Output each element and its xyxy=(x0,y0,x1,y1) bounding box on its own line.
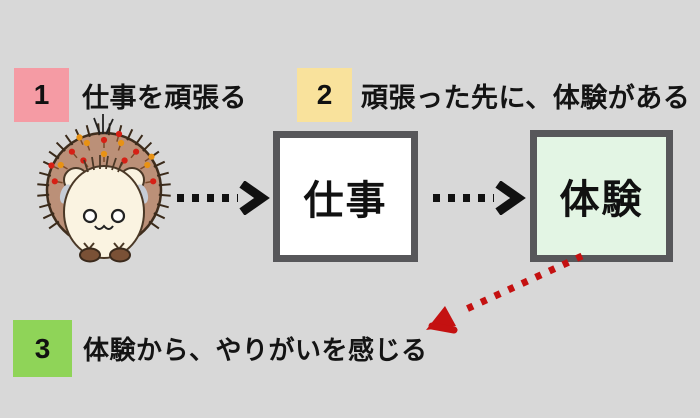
step-2-number-badge: 2 xyxy=(297,68,352,122)
step-3-number-badge: 3 xyxy=(13,320,72,377)
step-1-text: 仕事を頑張る xyxy=(82,82,247,113)
step-1-label: 1 仕事を頑張る xyxy=(14,68,247,122)
hedgehog-icon xyxy=(37,114,171,263)
step-1-number-badge: 1 xyxy=(14,68,69,122)
feedback-arrow-icon xyxy=(426,252,584,334)
experience-box-label: 体験 xyxy=(559,178,644,222)
step-1-number: 1 xyxy=(33,79,50,110)
work-box: 仕事 xyxy=(273,131,418,262)
work-arrow-icon xyxy=(177,181,270,215)
step-2-label: 2 頑張った先に、体験がある xyxy=(297,68,690,122)
work-box-label: 仕事 xyxy=(303,178,388,223)
step-3-text: 体験から、やりがいを感じる xyxy=(83,335,428,365)
step-2-text: 頑張った先に、体験がある xyxy=(361,82,691,113)
step-3-number: 3 xyxy=(34,332,51,364)
step-3-label: 3 体験から、やりがいを感じる xyxy=(13,320,428,377)
experience-box: 体験 xyxy=(530,130,673,262)
experience-arrow-icon xyxy=(433,181,526,215)
step-2-number: 2 xyxy=(316,79,333,110)
